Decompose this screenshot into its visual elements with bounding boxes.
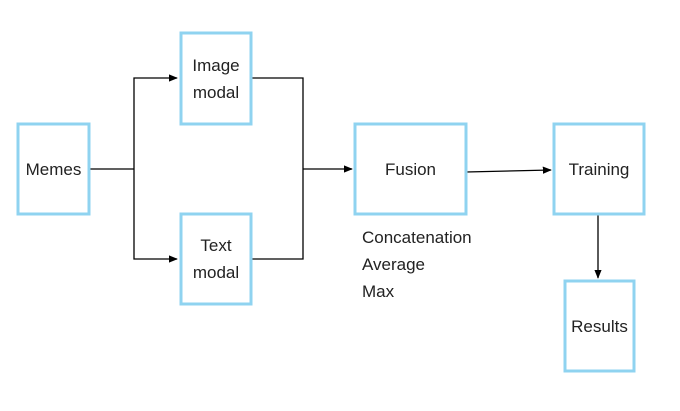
node-fusion-box [353, 122, 468, 216]
fusion-methods-list: Concatenation Average Max [362, 228, 472, 301]
fusion-method-average: Average [362, 255, 425, 274]
node-text-modal-label-line1: Text [200, 236, 231, 255]
fusion-method-concatenation: Concatenation [362, 228, 472, 247]
node-fusion: Fusion [353, 122, 468, 216]
node-training-label: Training [569, 160, 630, 179]
edge-image-modal-out [251, 77, 304, 169]
node-fusion-label: Fusion [385, 160, 436, 179]
node-memes-box [16, 122, 91, 216]
edge-fusion-to-training [465, 166, 552, 174]
node-training: Training [552, 122, 646, 216]
node-results-box [563, 279, 636, 373]
edge-to-image-modal [133, 74, 178, 169]
node-image-modal-label-line1: Image [192, 56, 239, 75]
node-memes-label: Memes [26, 160, 82, 179]
node-image-modal-box [179, 31, 253, 126]
node-image-modal-label-line2: modal [193, 83, 239, 102]
node-image-modal: Image modal [179, 31, 253, 126]
node-text-modal-box [179, 212, 253, 306]
edges [89, 74, 602, 279]
fusion-method-max: Max [362, 282, 395, 301]
node-results: Results [563, 279, 636, 373]
node-text-modal-label-line2: modal [193, 263, 239, 282]
edge-text-modal-out [251, 169, 304, 260]
node-training-box [552, 122, 646, 216]
node-memes: Memes [16, 122, 91, 216]
edge-to-text-modal [133, 169, 178, 263]
node-results-label: Results [571, 317, 628, 336]
node-text-modal: Text modal [179, 212, 253, 306]
